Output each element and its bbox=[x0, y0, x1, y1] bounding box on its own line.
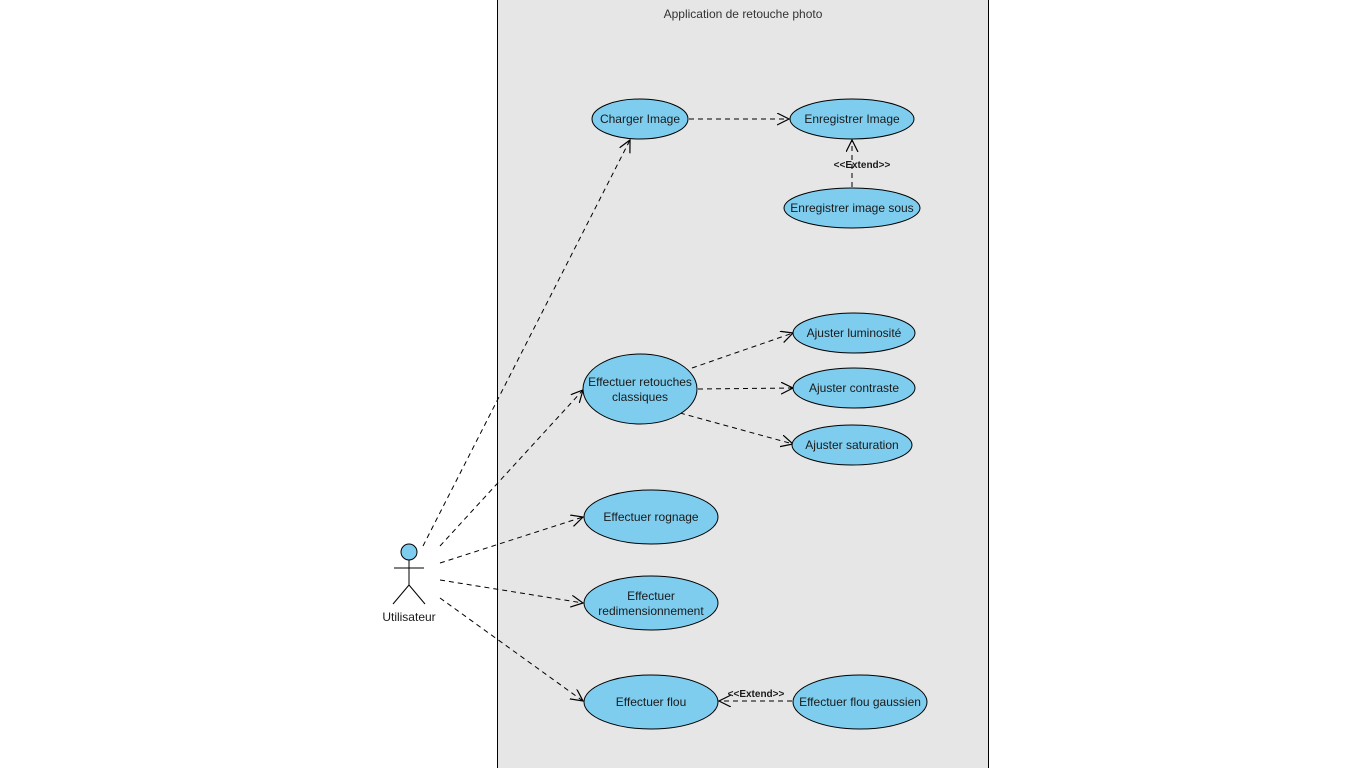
use-case-label: Effectuer flou gaussien bbox=[799, 695, 921, 709]
use-case-effectuer-redimensionnement[interactable]: Effectuer redimensionnement bbox=[583, 575, 719, 631]
assoc-actor-charger bbox=[422, 140, 630, 547]
use-case-ajuster-luminosite[interactable]: Ajuster luminosité bbox=[792, 312, 916, 354]
use-case-ellipse bbox=[792, 674, 928, 730]
use-case-ellipse bbox=[583, 489, 719, 545]
use-case-label: Ajuster saturation bbox=[805, 438, 898, 452]
use-case-effectuer-rognage[interactable]: Effectuer rognage bbox=[583, 489, 719, 545]
use-case-label-line1: Effectuer bbox=[627, 589, 675, 603]
use-case-charger-image[interactable]: Charger Image bbox=[591, 98, 689, 140]
use-case-ellipse bbox=[792, 312, 916, 354]
use-case-enregistrer-image[interactable]: Enregistrer Image bbox=[789, 98, 915, 140]
actor-label: Utilisateur bbox=[382, 610, 435, 624]
actor-right-leg bbox=[408, 584, 426, 605]
use-case-enregistrer-image-sous[interactable]: Enregistrer image sous bbox=[783, 187, 921, 229]
use-case-ajuster-saturation[interactable]: Ajuster saturation bbox=[791, 424, 913, 466]
actor-utilisateur[interactable]: Utilisateur bbox=[382, 543, 436, 624]
rel-retouches-contraste bbox=[697, 388, 793, 389]
use-case-effectuer-retouches-classiques[interactable]: Effectuer retouches classiques bbox=[582, 353, 698, 425]
extend-label-enregistrer: <<Extend>> bbox=[834, 160, 891, 171]
system-boundary bbox=[497, 0, 989, 768]
use-case-label-line2: redimensionnement bbox=[598, 604, 704, 618]
use-case-label: Charger Image bbox=[600, 112, 680, 126]
use-case-ellipse bbox=[583, 674, 719, 730]
use-case-label: Ajuster luminosité bbox=[807, 326, 902, 340]
use-case-label: Enregistrer Image bbox=[804, 112, 900, 126]
use-case-ellipse bbox=[791, 424, 913, 466]
use-case-label: Effectuer flou bbox=[616, 695, 687, 709]
use-case-effectuer-flou[interactable]: Effectuer flou bbox=[583, 674, 719, 730]
extend-label-flou: <<Extend>> bbox=[728, 689, 785, 700]
assoc-actor-flou bbox=[439, 597, 583, 701]
actor-left-leg bbox=[392, 584, 410, 605]
actor-head bbox=[400, 543, 418, 561]
use-case-label: Effectuer rognage bbox=[603, 510, 699, 524]
use-case-ajuster-contraste[interactable]: Ajuster contraste bbox=[792, 367, 916, 409]
use-case-ellipse bbox=[583, 575, 719, 631]
use-case-label: Enregistrer image sous bbox=[790, 201, 913, 215]
assoc-actor-rognage bbox=[439, 517, 583, 564]
use-case-label-line2: classiques bbox=[612, 390, 668, 404]
use-case-effectuer-flou-gaussien[interactable]: Effectuer flou gaussien bbox=[792, 674, 928, 730]
use-case-ellipse bbox=[582, 353, 698, 425]
use-case-label: Ajuster contraste bbox=[809, 381, 899, 395]
rel-retouches-saturation bbox=[679, 412, 793, 444]
use-case-label-line1: Effectuer retouches bbox=[588, 375, 692, 389]
use-case-ellipse bbox=[792, 367, 916, 409]
system-title: Application de retouche photo bbox=[664, 7, 823, 21]
use-case-ellipse bbox=[591, 98, 689, 140]
use-case-ellipse bbox=[789, 98, 915, 140]
use-case-ellipse bbox=[783, 187, 921, 229]
assoc-actor-redim bbox=[439, 579, 583, 603]
